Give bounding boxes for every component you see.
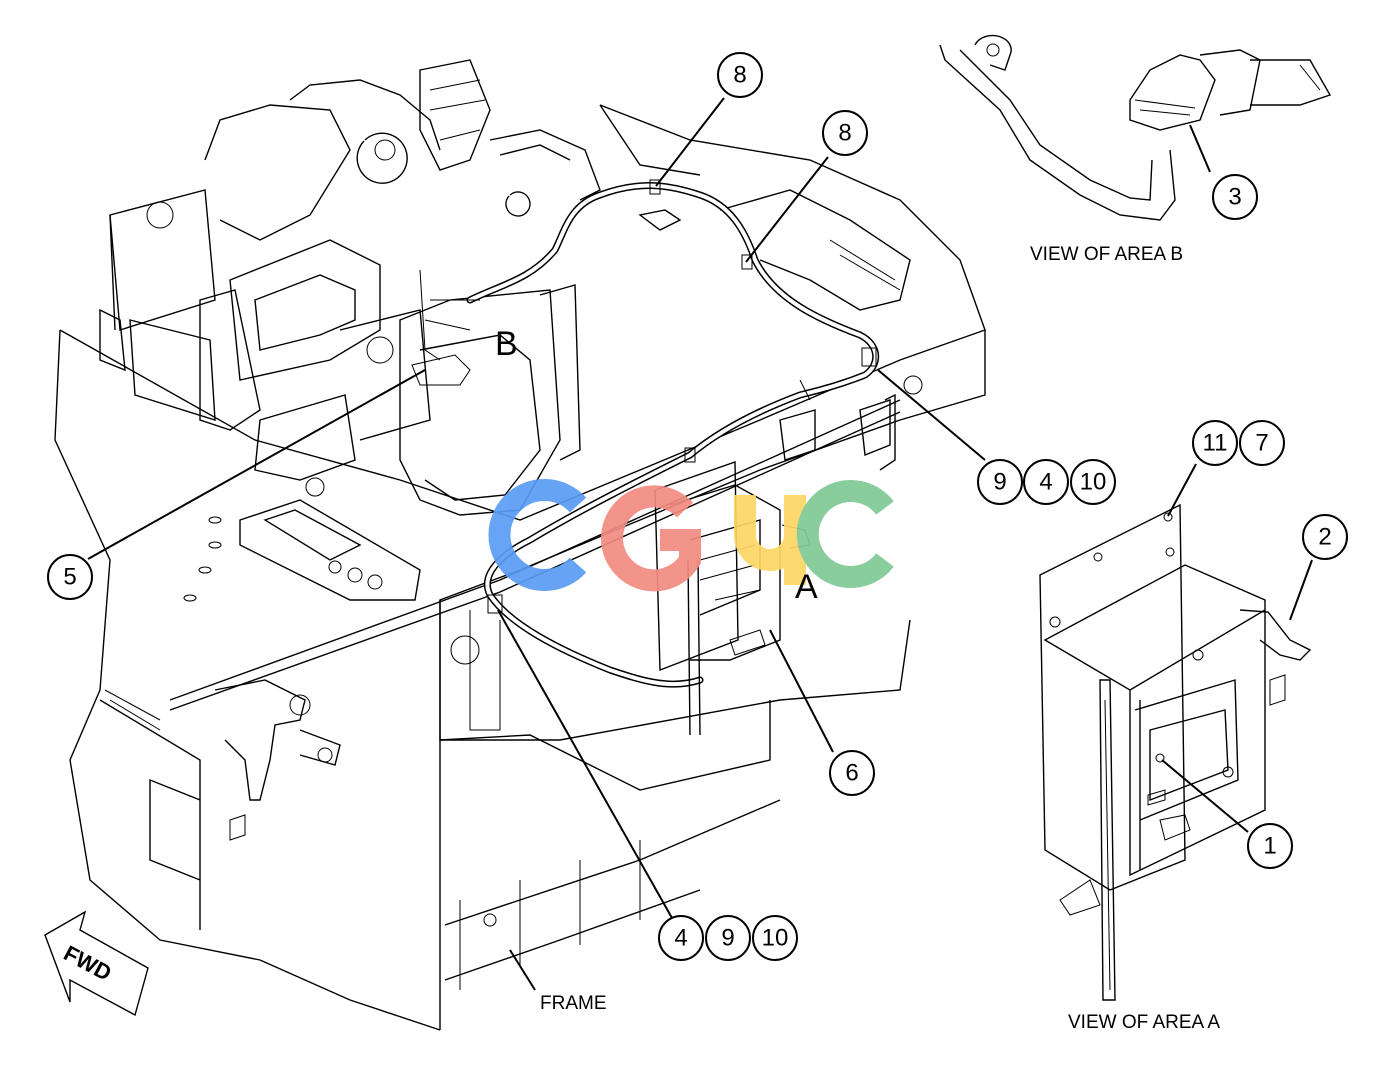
callout-2: 2 xyxy=(1302,514,1348,560)
callout-5: 5 xyxy=(47,554,93,600)
callout-7-text: 7 xyxy=(1255,430,1268,457)
callout-1: 1 xyxy=(1247,823,1293,869)
view-a-detail xyxy=(1039,503,1312,1001)
callout-9-right: 9 xyxy=(977,459,1023,505)
callout-9-right-text: 9 xyxy=(993,469,1006,496)
callout-3-text: 3 xyxy=(1228,184,1241,211)
callout-1-text: 1 xyxy=(1263,833,1276,860)
fwd-label: FWD xyxy=(60,940,116,986)
watermark-letter-g xyxy=(601,485,701,592)
wiring-harness xyxy=(411,179,880,688)
callout-4-right-text: 4 xyxy=(1039,469,1052,496)
view-b-detail xyxy=(939,34,1332,221)
callout-5-text: 5 xyxy=(63,564,76,591)
callout-2-text: 2 xyxy=(1318,524,1331,551)
callout-4-lower-text: 4 xyxy=(674,925,687,952)
callout-8-upper-text: 8 xyxy=(733,62,746,89)
view-a-caption: VIEW OF AREA A xyxy=(1068,1012,1220,1033)
callout-4-right: 4 xyxy=(1023,459,1069,505)
callout-8-lower-text: 8 xyxy=(838,120,851,147)
watermark-letter-c1 xyxy=(488,479,587,591)
callout-11: 11 xyxy=(1192,420,1238,466)
callout-9-lower-text: 9 xyxy=(721,925,734,952)
callout-3: 3 xyxy=(1212,174,1258,220)
callout-10-lower-text: 10 xyxy=(762,925,789,952)
fwd-arrow: FWD xyxy=(44,910,149,1017)
callout-8-lower: 8 xyxy=(822,110,868,156)
view-b-caption: VIEW OF AREA B xyxy=(1030,244,1183,265)
callout-6-text: 6 xyxy=(845,760,858,787)
frame-caption: FRAME xyxy=(540,993,607,1014)
callout-6: 6 xyxy=(829,750,875,796)
callout-4-lower: 4 xyxy=(658,915,704,961)
callout-11-text: 11 xyxy=(1203,430,1228,457)
callout-9-lower: 9 xyxy=(705,915,751,961)
callout-10-lower: 10 xyxy=(752,915,798,961)
callout-8-upper: 8 xyxy=(717,52,763,98)
watermark-letter-c2 xyxy=(796,480,894,588)
machine-body xyxy=(54,59,986,1031)
callout-7: 7 xyxy=(1239,420,1285,466)
watermark xyxy=(488,479,894,592)
leader-lines xyxy=(87,97,1313,991)
area-b-label: B xyxy=(495,325,518,363)
callout-10-right: 10 xyxy=(1070,459,1116,505)
callout-10-right-text: 10 xyxy=(1080,469,1107,496)
area-a-label: A xyxy=(795,568,818,606)
watermark-letter-s xyxy=(734,495,806,585)
